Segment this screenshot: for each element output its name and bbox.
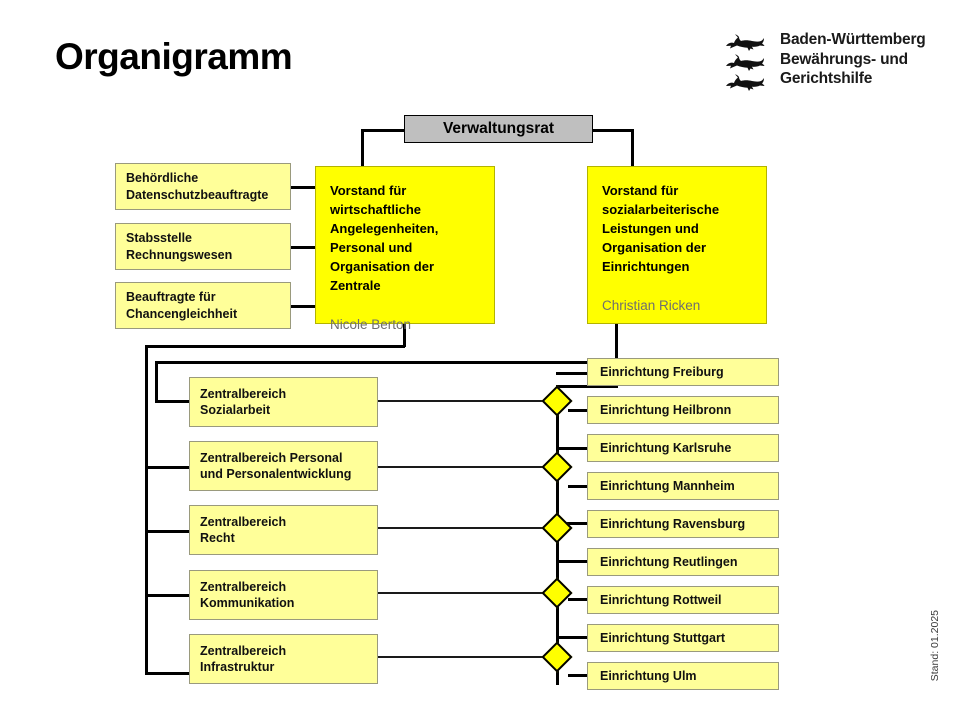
node-zentralbereich-recht[interactable]: Zentralbereich Recht	[189, 505, 378, 555]
logo-line-3: Gerichtshilfe	[780, 70, 873, 87]
matrix-link-3	[378, 527, 548, 529]
node-vorstand-sozial[interactable]: Vorstand für sozialarbeiterische Leistun…	[587, 166, 767, 324]
node-chancengleichheit-line2: Chancengleichheit	[126, 306, 238, 321]
node-zb-sozialarbeit-line2: Sozialarbeit	[200, 403, 271, 417]
connector-staff-3	[290, 305, 315, 308]
node-einrichtung-reutlingen[interactable]: Einrichtung Reutlingen	[587, 548, 779, 576]
connector-central-1	[155, 400, 190, 403]
connector-vr-left-vertical	[361, 129, 364, 167]
three-lions-crest-icon	[722, 30, 770, 92]
node-einrichtung-mannheim[interactable]: Einrichtung Mannheim	[587, 472, 779, 500]
node-stabsstelle-line2: Rechnungswesen	[126, 247, 233, 262]
node-zb-recht-line2: Recht	[200, 531, 235, 545]
node-zentralbereich-infrastruktur[interactable]: Zentralbereich Infrastruktur	[189, 634, 378, 684]
connector-leftboard-down	[403, 324, 406, 347]
node-zb-kommunikation-line2: Kommunikation	[200, 596, 295, 610]
node-zb-kommunikation-line1: Zentralbereich	[200, 579, 287, 594]
matrix-link-4	[378, 592, 548, 594]
node-chancengleichheit-line1: Beauftragte für	[126, 290, 216, 304]
node-vorstand-sozial-title: Vorstand für sozialarbeiterische Leistun…	[602, 183, 720, 274]
node-stabsstelle-rechnungswesen[interactable]: Stabsstelle Rechnungswesen	[115, 223, 291, 270]
connector-facility-8	[556, 636, 588, 639]
node-einrichtung-freiburg-label: Einrichtung Freiburg	[600, 365, 724, 379]
node-zb-infrastruktur-line1: Zentralbereich	[200, 643, 287, 658]
node-vorstand-wirtschaft-title: Vorstand für wirtschaftliche Angelegenhe…	[330, 183, 439, 293]
connector-facility-7	[568, 598, 588, 601]
connector-inner-vertical	[155, 361, 158, 403]
node-chancengleichheit[interactable]: Beauftragte für Chancengleichheit	[115, 282, 291, 329]
node-einrichtung-freiburg[interactable]: Einrichtung Freiburg	[587, 358, 779, 386]
connector-facility-4	[568, 485, 588, 488]
node-verwaltungsrat-label: Verwaltungsrat	[442, 120, 555, 137]
connector-rightboard-down	[615, 324, 618, 361]
node-zentralbereich-personal[interactable]: Zentralbereich Personal und Personalentw…	[189, 441, 378, 491]
left-spine	[145, 345, 148, 675]
node-einrichtung-stuttgart-label: Einrichtung Stuttgart	[600, 631, 725, 645]
logo-line-1: Baden-Württemberg	[780, 31, 926, 48]
connector-vr-right-horizontal	[592, 129, 634, 132]
matrix-link-5	[378, 656, 548, 658]
page-title: Organigramm	[55, 36, 293, 77]
node-datenschutzbeauftragte-line2: Datenschutzbeauftragte	[126, 187, 269, 202]
connector-facility-3	[556, 447, 588, 450]
connector-rightboard-to-spine	[556, 385, 618, 388]
connector-facility-2	[568, 409, 588, 412]
bw-logo: Baden-Württemberg Bewährungs- und Gerich…	[722, 30, 942, 92]
node-verwaltungsrat[interactable]: Verwaltungsrat	[404, 115, 593, 143]
node-stabsstelle-line1: Stabsstelle	[126, 231, 193, 245]
connector-central-3	[145, 530, 190, 533]
connector-facility-1	[556, 372, 588, 375]
connector-staff-1	[290, 186, 315, 189]
connector-vr-right-vertical	[631, 129, 634, 167]
node-einrichtung-karlsruhe[interactable]: Einrichtung Karlsruhe	[587, 434, 779, 462]
node-zb-personal-line1: Zentralbereich Personal	[200, 450, 343, 465]
node-einrichtung-rottweil[interactable]: Einrichtung Rottweil	[587, 586, 779, 614]
node-einrichtung-heilbronn[interactable]: Einrichtung Heilbronn	[587, 396, 779, 424]
revision-date: Stand: 01.2025	[929, 610, 941, 682]
node-einrichtung-stuttgart[interactable]: Einrichtung Stuttgart	[587, 624, 779, 652]
node-einrichtung-ulm-label: Einrichtung Ulm	[600, 669, 697, 683]
node-einrichtung-heilbronn-label: Einrichtung Heilbronn	[600, 403, 732, 417]
node-vorstand-wirtschaft[interactable]: Vorstand für wirtschaftliche Angelegenhe…	[315, 166, 495, 332]
node-datenschutzbeauftragte-line1: Behördliche	[126, 171, 199, 185]
node-zb-personal-line2: und Personalentwicklung	[200, 467, 352, 481]
connector-staff-2	[290, 246, 315, 249]
matrix-node-2	[541, 451, 573, 483]
matrix-node-3	[541, 512, 573, 544]
logo-text: Baden-Württemberg Bewährungs- und Gerich…	[780, 30, 926, 89]
node-vorstand-wirtschaft-person: Nicole Berton	[330, 317, 412, 332]
connector-facility-6	[556, 560, 588, 563]
connector-vr-left-horizontal	[361, 129, 405, 132]
node-zentralbereich-sozialarbeit[interactable]: Zentralbereich Sozialarbeit	[189, 377, 378, 427]
node-einrichtung-reutlingen-label: Einrichtung Reutlingen	[600, 555, 738, 569]
matrix-link-2	[378, 466, 548, 468]
logo-line-2: Bewährungs- und	[780, 50, 908, 68]
node-einrichtung-ravensburg-label: Einrichtung Ravensburg	[600, 517, 746, 531]
matrix-node-5	[541, 641, 573, 673]
connector-facility-5	[556, 522, 588, 525]
connector-central-2	[145, 466, 190, 469]
node-zentralbereich-kommunikation[interactable]: Zentralbereich Kommunikation	[189, 570, 378, 620]
connector-inner-top	[155, 361, 615, 364]
node-einrichtung-mannheim-label: Einrichtung Mannheim	[600, 479, 735, 493]
connector-central-5	[145, 672, 190, 675]
node-datenschutzbeauftragte[interactable]: Behördliche Datenschutzbeauftragte	[115, 163, 291, 210]
connector-central-4	[145, 594, 190, 597]
connector-facility-9	[568, 674, 588, 677]
node-zb-recht-line1: Zentralbereich	[200, 514, 287, 529]
matrix-link-1	[378, 400, 548, 402]
matrix-node-4	[541, 577, 573, 609]
node-vorstand-sozial-person: Christian Ricken	[602, 298, 701, 313]
connector-leftboard-to-spine	[145, 345, 405, 348]
node-zb-infrastruktur-line2: Infrastruktur	[200, 660, 275, 674]
node-einrichtung-ravensburg[interactable]: Einrichtung Ravensburg	[587, 510, 779, 538]
node-einrichtung-karlsruhe-label: Einrichtung Karlsruhe	[600, 441, 732, 455]
node-einrichtung-ulm[interactable]: Einrichtung Ulm	[587, 662, 779, 690]
node-zb-sozialarbeit-line1: Zentralbereich	[200, 386, 287, 401]
node-einrichtung-rottweil-label: Einrichtung Rottweil	[600, 593, 722, 607]
